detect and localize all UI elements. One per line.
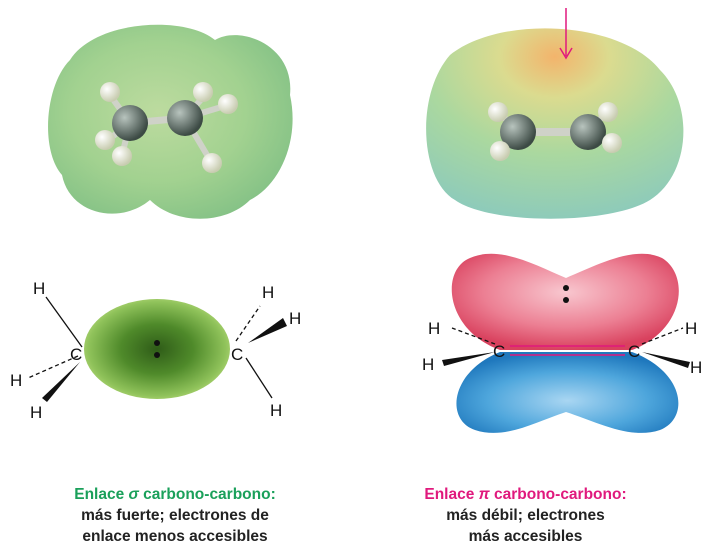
ethane-molecule-model [95, 82, 238, 173]
sigma-caption-line3: enlace menos accesibles [82, 528, 268, 545]
pi-caption-line3: más accesibles [468, 528, 583, 545]
hydrogen-label: H [270, 401, 282, 420]
right-carbon-label: C [231, 345, 243, 364]
sigma-orbital-diagram: C C H H H H H H [10, 279, 301, 422]
hydrogen-label: H [30, 403, 42, 422]
hydrogen-label: H [10, 371, 22, 390]
caption-suffix: carbono-carbono: [138, 486, 276, 503]
hydrogen-label: H [422, 355, 434, 374]
pi-caption: Enlace π carbono-carbono: más débil; ele… [350, 484, 701, 547]
ethylene-molecule-model [488, 102, 622, 161]
ethane-illustration: C C H H H H H H [10, 24, 301, 422]
sigma-caption-line2: más fuerte; electrones de [81, 507, 269, 524]
pi-symbol: π [478, 486, 490, 503]
ethylene-illustration: C C H H H H [422, 8, 701, 433]
ethylene-potential-map [426, 28, 684, 219]
pi-caption-line2: más débil; electrones [446, 507, 605, 524]
pi-caption-title: Enlace π carbono-carbono: [350, 484, 701, 505]
hydrogen-label: H [289, 309, 301, 328]
hydrogen-label: H [262, 283, 274, 302]
hydrogen-label: H [690, 358, 701, 377]
sigma-symbol: σ [128, 486, 139, 503]
pi-bond-panel: C C H H H H Enlace π carbono-carbono: má… [350, 0, 701, 560]
hydrogen-label: H [428, 319, 440, 338]
sigma-caption-title: Enlace σ carbono-carbono: [0, 484, 350, 505]
left-carbon-label: C [70, 345, 82, 364]
sigma-caption: Enlace σ carbono-carbono: más fuerte; el… [0, 484, 350, 547]
sigma-bond-panel: C C H H H H H H Enlace σ carbono-carbono… [0, 0, 350, 560]
right-carbon-label: C [628, 342, 640, 361]
hydrogen-label: H [685, 319, 697, 338]
left-carbon-label: C [493, 342, 505, 361]
caption-suffix: carbono-carbono: [489, 486, 627, 503]
caption-prefix: Enlace [424, 486, 479, 503]
pointer-arrow-icon [559, 8, 573, 60]
pi-orbital-diagram: C C H H H H [422, 253, 701, 433]
hydrogen-label: H [33, 279, 45, 298]
caption-prefix: Enlace [74, 486, 129, 503]
